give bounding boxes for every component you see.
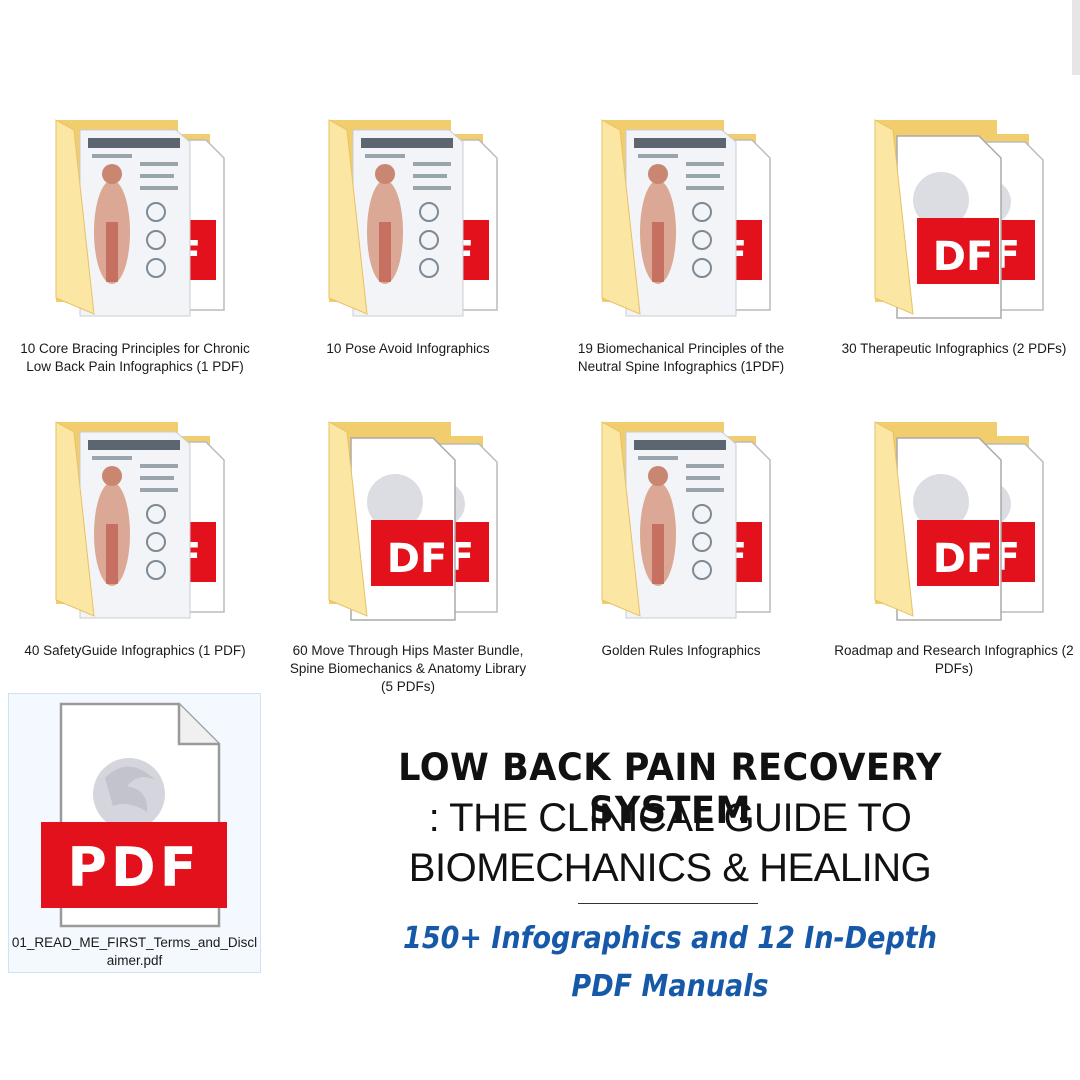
folder-with-infographic-icon: F — [601, 119, 771, 317]
folder-item[interactable]: F 40 SafetyGuide Infographics (1 PDF) — [10, 414, 260, 658]
promo-subtitle-line-2: BIOMECHANICS & HEALING — [408, 846, 932, 890]
divider — [578, 903, 758, 904]
folder-label: 19 Biomechanical Principles of the Neutr… — [577, 341, 785, 374]
folder-with-infographic-icon: F — [328, 119, 498, 317]
folder-label: 40 SafetyGuide Infographics (1 PDF) — [24, 643, 246, 658]
promo-tagline-line-1: 150+ Infographics and 12 In-Depth — [403, 921, 937, 956]
folder-with-pdf-icon: FDF — [874, 119, 1044, 319]
folder-label: 30 Therapeutic Infographics (2 PDFs) — [841, 341, 1067, 356]
file-name-line-1: 01_READ_ME_FIRST_Terms_and_Discl — [11, 935, 258, 950]
folder-label: 10 Pose Avoid Infographics — [326, 341, 490, 356]
svg-text:DF: DF — [933, 536, 994, 582]
svg-text:DF: DF — [387, 536, 448, 582]
file-name-line-2: aimer.pdf — [106, 953, 163, 968]
pdf-file-icon: PDF — [41, 702, 227, 928]
folder-item[interactable]: F 10 Pose Avoid Infographics — [283, 112, 533, 356]
folder-label: 60 Move Through Hips Master Bundle, Spin… — [289, 643, 527, 694]
folder-item[interactable]: F Golden Rules Infographics — [556, 414, 806, 658]
folder-item[interactable]: F 19 Biomechanical Principles of the Neut… — [556, 112, 806, 374]
scrollbar[interactable] — [1072, 0, 1080, 75]
folder-item[interactable]: F 10 Core Bracing Principles for Chronic … — [10, 112, 260, 374]
promo-subtitle-line-1: : THE CLINICAL GUIDE TO — [428, 796, 912, 840]
folder-with-infographic-icon: F — [601, 421, 771, 619]
folder-with-pdf-icon: FDF — [328, 421, 498, 621]
folder-with-infographic-icon: F — [55, 421, 225, 619]
folder-with-infographic-icon: F — [55, 119, 225, 317]
promo-headline: LOW BACK PAIN RECOVERY SYSTEM — [398, 746, 942, 832]
folder-label: 10 Core Bracing Principles for Chronic L… — [20, 341, 250, 374]
promo-tagline-line-2: PDF Manuals — [571, 969, 769, 1004]
file-name: 01_READ_ME_FIRST_Terms_and_Discl aimer.p… — [9, 934, 260, 970]
folder-label: Roadmap and Research Infographics (2 PDF… — [834, 643, 1074, 676]
folder-label: Golden Rules Infographics — [601, 643, 761, 658]
folder-with-pdf-icon: FDF — [874, 421, 1044, 621]
file-item-readme[interactable]: PDF 01_READ_ME_FIRST_Terms_and_Discl aim… — [8, 693, 261, 973]
pdf-label: PDF — [67, 836, 200, 899]
svg-text:DF: DF — [933, 234, 994, 280]
